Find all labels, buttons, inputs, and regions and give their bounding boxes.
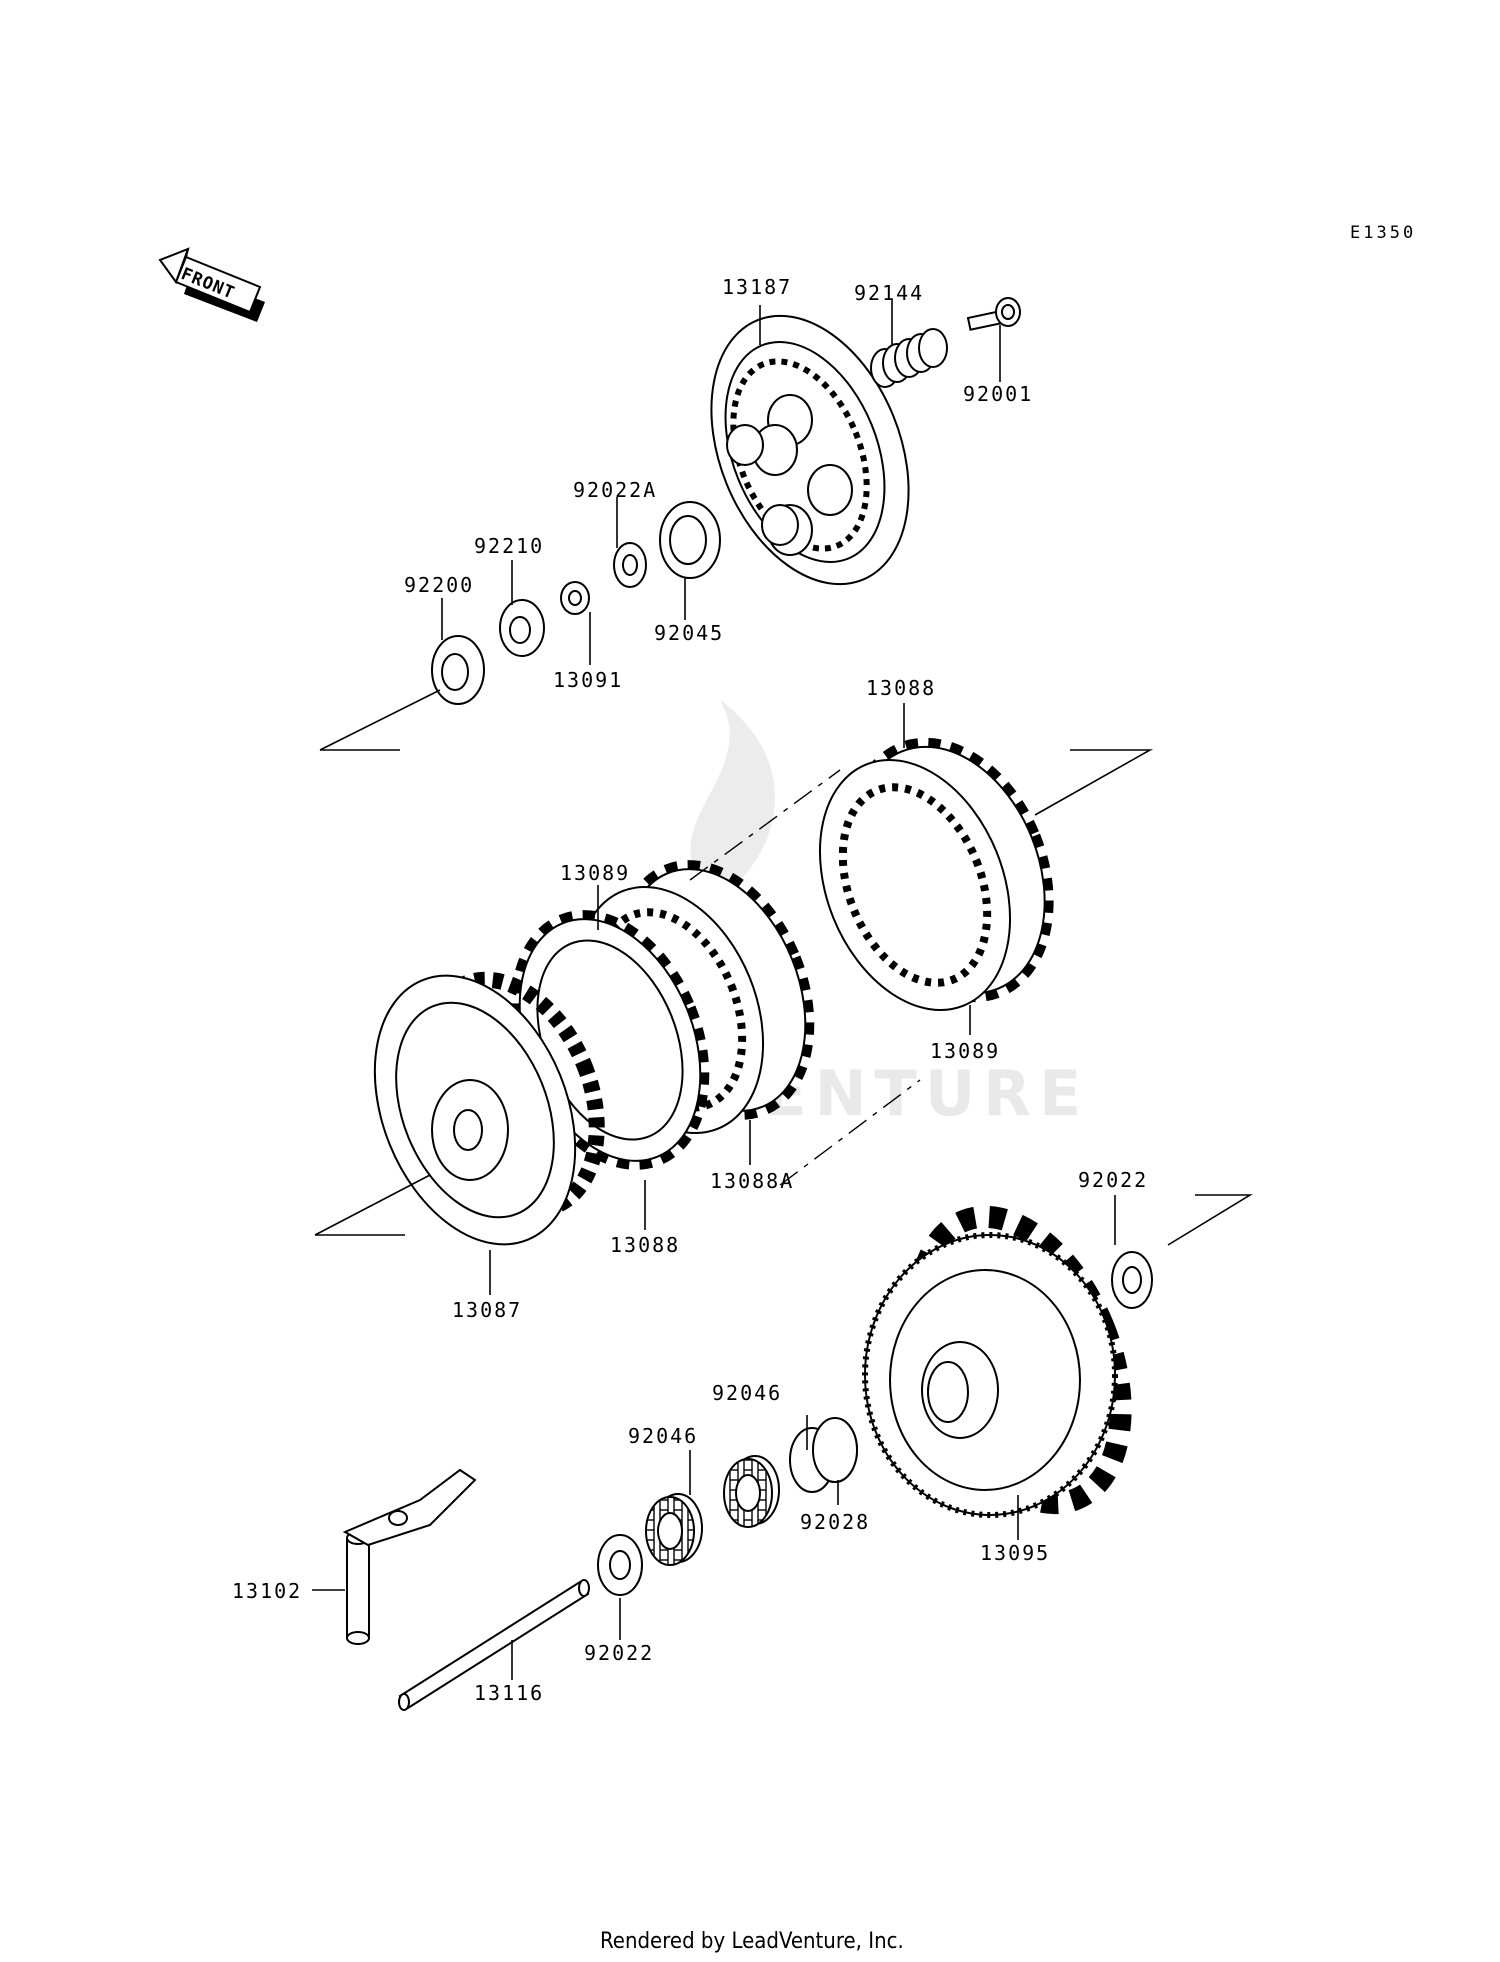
part-label: 13088 bbox=[610, 1233, 680, 1257]
part-label: 92046 bbox=[712, 1381, 782, 1405]
leader-lines bbox=[312, 300, 1116, 1680]
axis-line bbox=[319, 689, 441, 751]
alignment-line bbox=[779, 1079, 921, 1186]
part-label: 13187 bbox=[722, 275, 792, 299]
washer-92022-right bbox=[1111, 1251, 1153, 1309]
part-label: 92028 bbox=[800, 1510, 870, 1534]
axis-line bbox=[314, 1174, 431, 1236]
washer-92022-bottom bbox=[597, 1534, 643, 1596]
footer-credit: Rendered by LeadVenture, Inc. bbox=[600, 1929, 904, 1954]
pressure-plate-13187 bbox=[710, 314, 910, 586]
washer-92022A bbox=[613, 542, 647, 588]
part-label: 92022 bbox=[584, 1641, 654, 1665]
spacer-13091 bbox=[560, 581, 590, 615]
part-label: 92046 bbox=[628, 1424, 698, 1448]
part-label: 92144 bbox=[854, 281, 924, 305]
part-label: 92022 bbox=[1078, 1168, 1148, 1192]
axis-line bbox=[1034, 749, 1154, 816]
needle-bearing-92046-left bbox=[645, 1493, 703, 1566]
bearing-92045 bbox=[659, 501, 721, 579]
part-label: 92001 bbox=[963, 382, 1033, 406]
release-lever-13102 bbox=[342, 1468, 477, 1645]
part-label: 92045 bbox=[654, 621, 724, 645]
push-rod-13116 bbox=[398, 1579, 590, 1711]
part-label: 13088A bbox=[710, 1169, 794, 1193]
sleeve-92028 bbox=[789, 1412, 860, 1493]
steel-plate-13089-right bbox=[818, 759, 1012, 1011]
part-label: 92210 bbox=[474, 534, 544, 558]
part-label: 13089 bbox=[560, 861, 630, 885]
part-label: 13088 bbox=[866, 676, 936, 700]
part-label: 13091 bbox=[553, 668, 623, 692]
part-label: 13116 bbox=[474, 1681, 544, 1705]
part-labels: 13187 92144 92001 92022A 92210 92200 920… bbox=[232, 275, 1148, 1705]
part-label: 13102 bbox=[232, 1579, 302, 1603]
front-direction-icon: FRONT bbox=[158, 247, 265, 322]
part-label: 13087 bbox=[452, 1298, 522, 1322]
bolt-92001 bbox=[966, 297, 1021, 331]
nut-92210 bbox=[499, 599, 545, 657]
diagram-code: E1350 bbox=[1350, 223, 1416, 243]
lock-washer-92200 bbox=[431, 635, 485, 705]
part-label: 92200 bbox=[404, 573, 474, 597]
axis-line bbox=[1167, 1194, 1253, 1246]
needle-bearing-92046-right bbox=[723, 1455, 780, 1528]
clutch-housing-13095 bbox=[862, 1205, 1132, 1518]
part-label: 92022A bbox=[573, 478, 657, 502]
spring-92144 bbox=[870, 328, 948, 388]
alignment-line bbox=[689, 769, 841, 881]
part-label: 13089 bbox=[930, 1039, 1000, 1063]
part-label: 13095 bbox=[980, 1541, 1050, 1565]
